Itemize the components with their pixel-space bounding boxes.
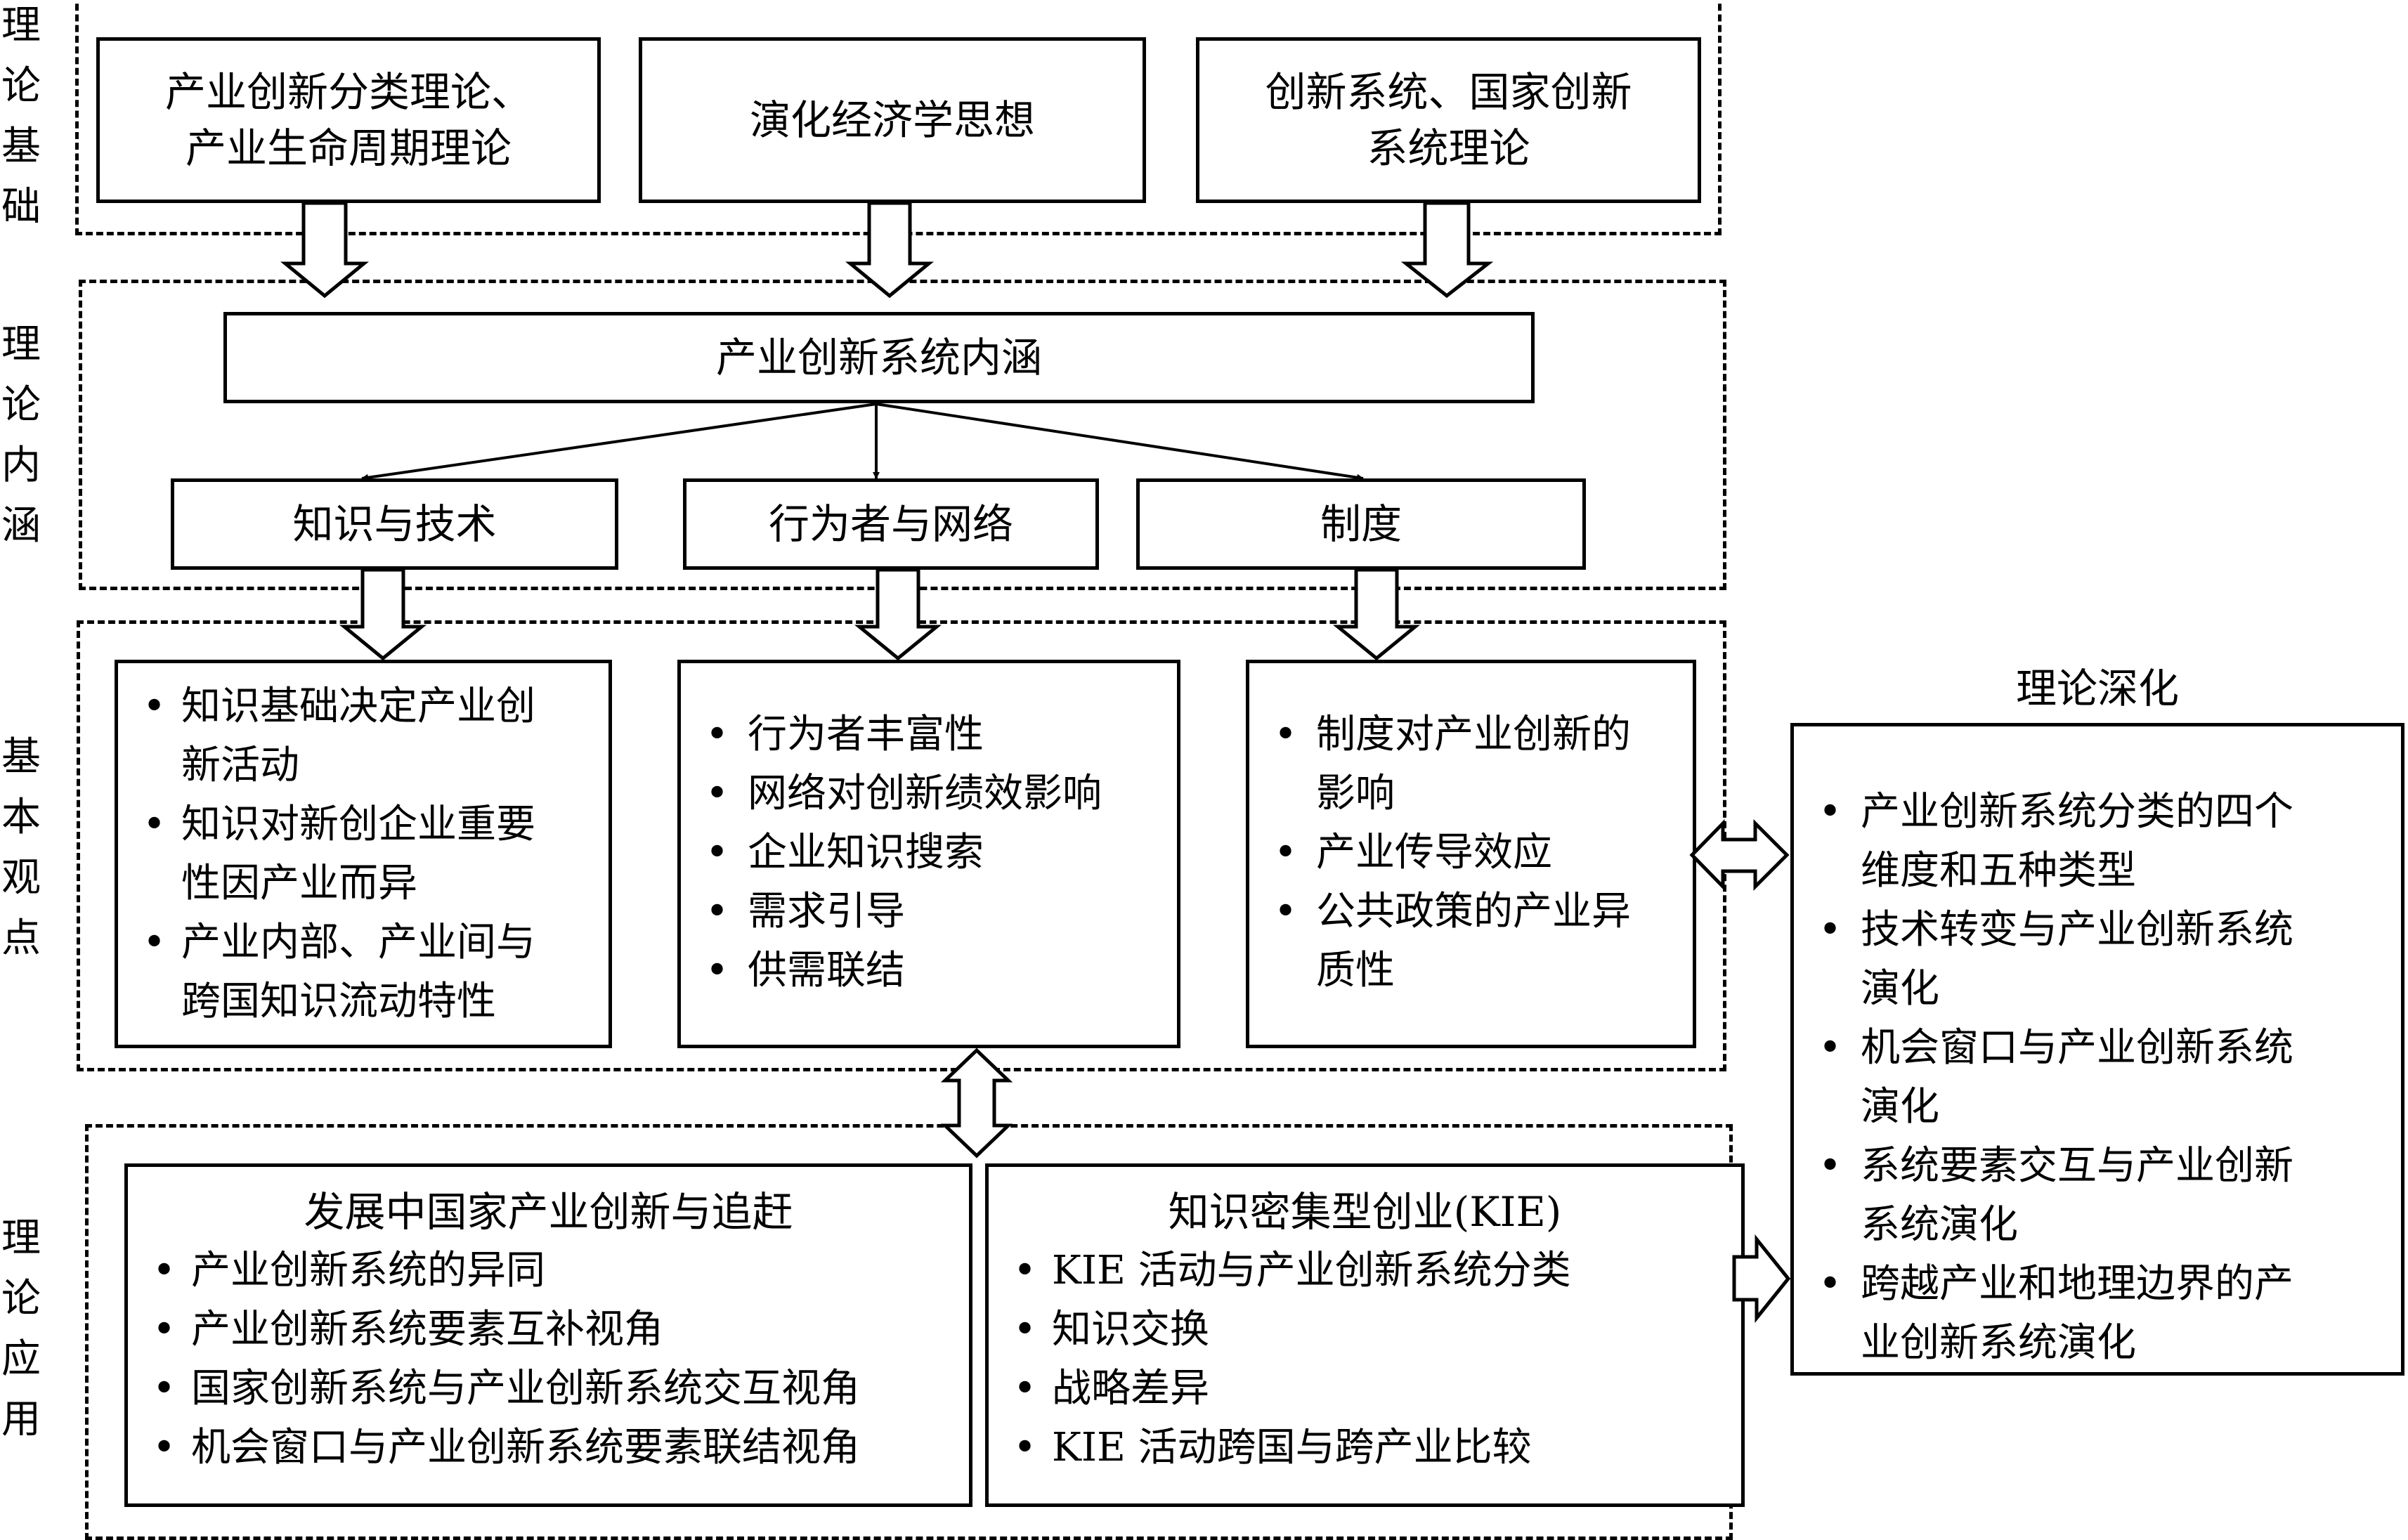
list-item: 国家创新系统与产业创新系统交互视角 bbox=[128, 1359, 969, 1418]
connotation-knowledge-text: 知识与技术 bbox=[292, 500, 497, 548]
block-arrow-down-2 bbox=[845, 201, 934, 299]
view-list-knowledge: 知识基础决定产业创 新活动 知识对新创企业重要 性因产业而异 产业内部、产业间与… bbox=[118, 677, 608, 1031]
list-item: 需求引导 bbox=[681, 882, 1177, 941]
connotation-actors-box: 行为者与网络 bbox=[683, 478, 1099, 570]
list-item: 知识交换 bbox=[989, 1300, 1741, 1359]
list-item: KIE 活动跨国与跨产业比较 bbox=[989, 1418, 1741, 1477]
view-box-institutions: 制度对产业创新的 影响 产业传导效应 公共政策的产业异 质性 bbox=[1246, 660, 1696, 1048]
view-box-knowledge: 知识基础决定产业创 新活动 知识对新创企业重要 性因产业而异 产业内部、产业间与… bbox=[115, 660, 612, 1048]
list-item: 企业知识搜索 bbox=[681, 823, 1177, 882]
line-arrow-knowledge bbox=[361, 403, 877, 481]
list-item: KIE 活动与产业创新系统分类 bbox=[989, 1241, 1741, 1300]
connotation-main-text: 产业创新系统内涵 bbox=[715, 334, 1042, 381]
block-arrow-down-1 bbox=[280, 201, 369, 299]
application-kie-list: KIE 活动与产业创新系统分类 知识交换 战略差异 KIE 活动跨国与跨产业比较 bbox=[989, 1241, 1741, 1477]
foundation-box-evolutionary-text: 演化经济学思想 bbox=[749, 96, 1035, 144]
application-box-kie: 知识密集型创业(KIE) KIE 活动与产业创新系统分类 知识交换 战略差异 K… bbox=[985, 1163, 1745, 1507]
section-label-application: 理 论 应 用 bbox=[1, 1215, 41, 1442]
list-item: 产业内部、产业间与 跨国知识流动特性 bbox=[118, 913, 608, 1031]
list-item: 机会窗口与产业创新系统要素联结视角 bbox=[128, 1418, 969, 1477]
list-item: 系统要素交互与产业创新 系统演化 bbox=[1794, 1137, 2401, 1255]
list-item: 产业传导效应 bbox=[1249, 823, 1693, 882]
double-arrow-vertical bbox=[940, 1048, 1013, 1159]
list-item: 知识基础决定产业创 新活动 bbox=[118, 677, 608, 795]
application-kie-title: 知识密集型创业(KIE) bbox=[1168, 1188, 1562, 1236]
view-box-actors: 行为者丰富性 网络对创新绩效影响 企业知识搜索 需求引导 供需联结 bbox=[677, 660, 1180, 1048]
view-list-actors: 行为者丰富性 网络对创新绩效影响 企业知识搜索 需求引导 供需联结 bbox=[681, 705, 1177, 1000]
list-item: 战略差异 bbox=[989, 1359, 1741, 1418]
list-item: 机会窗口与产业创新系统 演化 bbox=[1794, 1019, 2401, 1137]
connotation-institution-text: 制度 bbox=[1320, 500, 1402, 548]
list-item: 产业创新系统要素互补视角 bbox=[128, 1300, 969, 1359]
deepening-box: 产业创新系统分类的四个 维度和五种类型 技术转变与产业创新系统 演化 机会窗口与… bbox=[1790, 723, 2404, 1376]
block-arrow-down-5 bbox=[854, 568, 942, 661]
list-item: 制度对产业创新的 影响 bbox=[1249, 705, 1693, 823]
application-catchup-list: 产业创新系统的异同 产业创新系统要素互补视角 国家创新系统与产业创新系统交互视角… bbox=[128, 1241, 969, 1477]
connotation-main-box: 产业创新系统内涵 bbox=[223, 312, 1535, 403]
list-item: 公共政策的产业异 质性 bbox=[1249, 882, 1693, 1000]
block-arrow-down-6 bbox=[1332, 568, 1421, 661]
double-arrow-horizontal bbox=[1689, 818, 1790, 892]
section-label-basic-views: 基 本 观 点 bbox=[1, 734, 41, 961]
block-arrow-down-4 bbox=[339, 568, 427, 661]
foundation-box-evolutionary: 演化经济学思想 bbox=[639, 37, 1146, 203]
list-item: 知识对新创企业重要 性因产业而异 bbox=[118, 795, 608, 913]
list-item: 跨越产业和地理边界的产 业创新系统演化 bbox=[1794, 1255, 2401, 1373]
foundation-box-classification: 产业创新分类理论、 产业生命周期理论 bbox=[96, 37, 601, 203]
connotation-actors-text: 行为者与网络 bbox=[768, 500, 1013, 548]
foundation-box-innovation-system-text: 创新系统、国家创新 系统理论 bbox=[1265, 68, 1632, 172]
line-arrow-institution bbox=[876, 403, 1364, 481]
view-list-institutions: 制度对产业创新的 影响 产业传导效应 公共政策的产业异 质性 bbox=[1249, 705, 1693, 1000]
section-label-connotation: 理 论 内 涵 bbox=[1, 322, 41, 549]
block-arrow-right bbox=[1732, 1234, 1791, 1324]
list-item: 网络对创新绩效影响 bbox=[681, 764, 1177, 823]
application-catchup-title: 发展中国家产业创新与追赶 bbox=[304, 1188, 793, 1236]
deepening-title: 理论深化 bbox=[2015, 665, 2179, 712]
list-item: 供需联结 bbox=[681, 941, 1177, 1000]
list-item: 产业创新系统分类的四个 维度和五种类型 bbox=[1794, 783, 2401, 901]
application-box-catchup: 发展中国家产业创新与追赶 产业创新系统的异同 产业创新系统要素互补视角 国家创新… bbox=[124, 1163, 972, 1507]
list-item: 产业创新系统的异同 bbox=[128, 1241, 969, 1300]
list-item: 技术转变与产业创新系统 演化 bbox=[1794, 901, 2401, 1019]
section-label-foundation: 理 论 基 础 bbox=[1, 3, 41, 230]
deepening-list: 产业创新系统分类的四个 维度和五种类型 技术转变与产业创新系统 演化 机会窗口与… bbox=[1794, 783, 2401, 1373]
foundation-box-classification-text: 产业创新分类理论、 产业生命周期理论 bbox=[164, 68, 532, 172]
list-item: 行为者丰富性 bbox=[681, 705, 1177, 764]
block-arrow-down-3 bbox=[1400, 201, 1494, 299]
